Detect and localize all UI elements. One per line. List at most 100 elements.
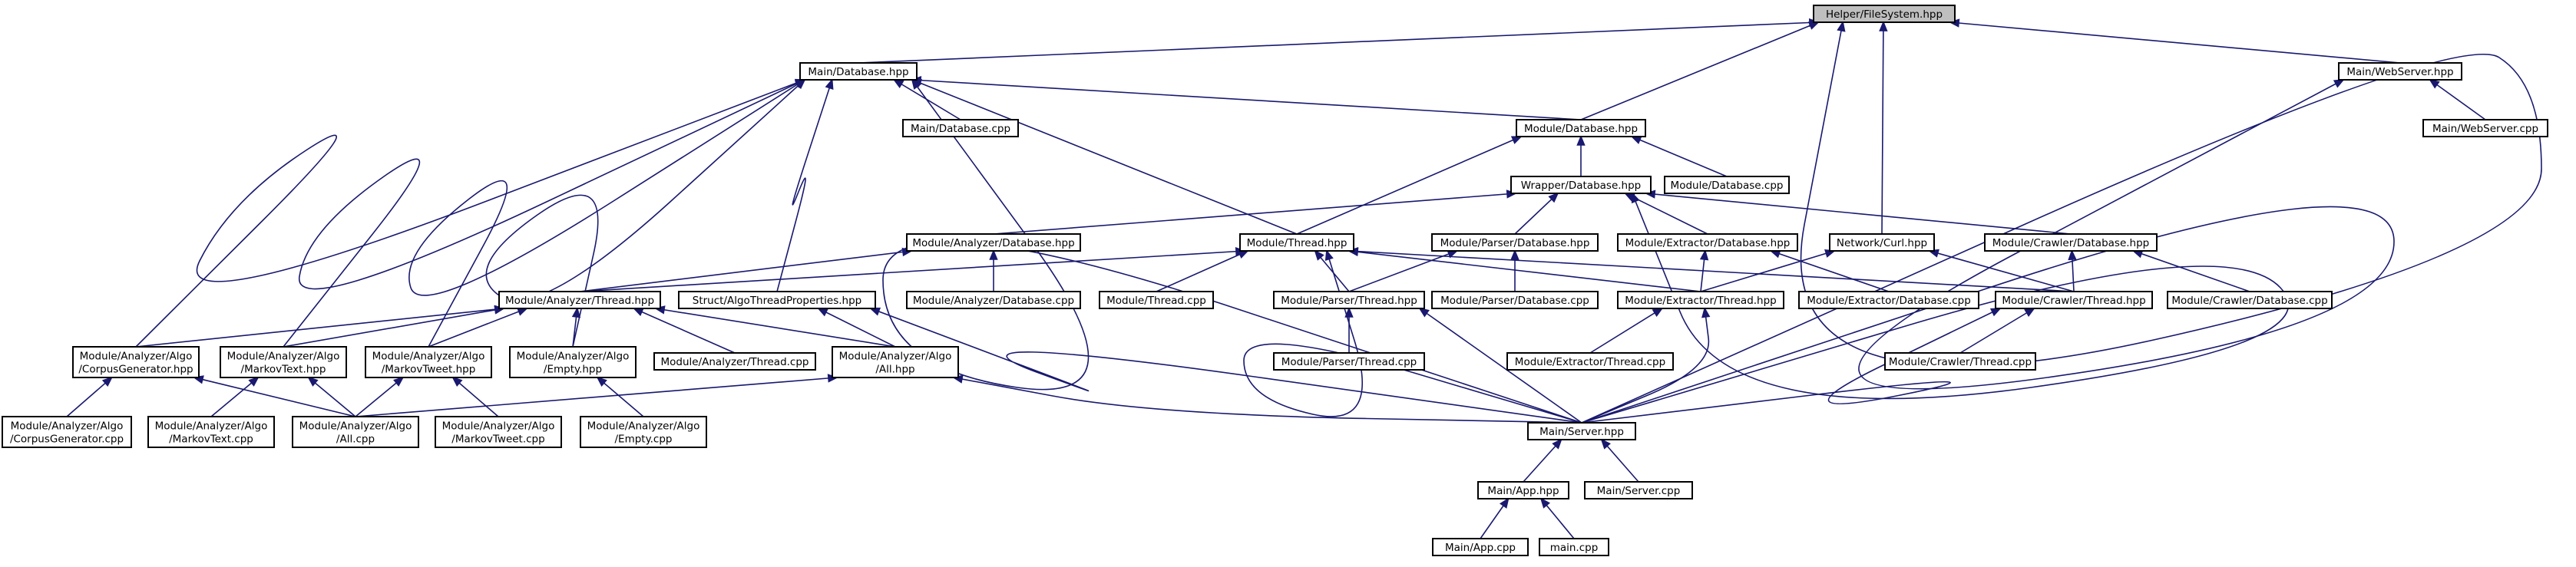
node-ext-thread-hpp[interactable]: Module/Extractor/Thread.hpp xyxy=(1617,291,1784,309)
node-parser-thread-cpp[interactable]: Module/Parser/Thread.cpp xyxy=(1273,352,1425,371)
node-box xyxy=(1099,291,1214,309)
node-label: Module/Analyzer/Algo xyxy=(442,420,555,433)
edge-ext-db-cpp-to-ext-db-hpp xyxy=(1769,249,1890,292)
node-main-server-cpp[interactable]: Main/Server.cpp xyxy=(1584,481,1693,499)
node-ext-thread-cpp[interactable]: Module/Extractor/Thread.cpp xyxy=(1506,352,1674,371)
node-main-app-hpp[interactable]: Main/App.hpp xyxy=(1477,481,1569,499)
edge-main-cpp-to-main-app-hpp xyxy=(1539,497,1575,539)
node-ext-db-hpp[interactable]: Module/Extractor/Database.hpp xyxy=(1617,233,1798,252)
edge-line xyxy=(193,377,356,417)
edge-line xyxy=(776,79,833,292)
arrowhead xyxy=(1510,249,1519,260)
arrowhead xyxy=(596,376,607,387)
edge-line xyxy=(1296,136,1522,235)
edge-empty-hpp-to-main-db-hpp xyxy=(485,78,806,348)
node-main-server-hpp[interactable]: Main/Server.hpp xyxy=(1527,422,1636,440)
node-crawler-db-cpp[interactable]: Module/Crawler/Database.cpp xyxy=(2167,291,2333,309)
node-label: Module/Database.hpp xyxy=(1524,123,1638,135)
node-main-ws-cpp[interactable]: Main/WebServer.cpp xyxy=(2422,119,2548,137)
node-box xyxy=(1984,233,2158,252)
node-empty-cpp[interactable]: Module/Analyzer/Algo/Empty.cpp xyxy=(580,416,707,448)
node-mod-thread-cpp[interactable]: Module/Thread.cpp xyxy=(1099,291,1214,309)
edge-all-cpp-to-all-hpp xyxy=(355,374,839,417)
node-helper-fs[interactable]: Helper/FileSystem.hpp xyxy=(1813,5,1956,23)
arrowhead xyxy=(1539,497,1550,509)
arrowhead xyxy=(307,376,319,387)
node-label: /MarkovText.cpp xyxy=(169,433,253,446)
node-empty-hpp[interactable]: Module/Analyzer/Algo/Empty.hpp xyxy=(509,346,637,378)
edge-empty-cpp-to-empty-hpp xyxy=(596,376,644,417)
node-markov-text-cpp[interactable]: Module/Analyzer/Algo/MarkovText.cpp xyxy=(147,416,275,448)
node-all-cpp[interactable]: Module/Analyzer/Algo/All.cpp xyxy=(292,416,419,448)
node-wrap-db-hpp[interactable]: Wrapper/Database.hpp xyxy=(1510,176,1652,194)
node-ana-db-hpp[interactable]: Module/Analyzer/Database.hpp xyxy=(906,233,1081,252)
edge-line xyxy=(1959,308,2035,354)
node-markov-tweet-cpp[interactable]: Module/Analyzer/Algo/MarkovTweet.cpp xyxy=(435,416,562,448)
node-box xyxy=(220,346,347,378)
node-crawler-thread-hpp[interactable]: Module/Crawler/Thread.hpp xyxy=(1995,291,2153,309)
edge-markov-tweet-cpp-to-markov-tweet-hpp xyxy=(451,376,499,417)
node-label: Module/Crawler/Thread.cpp xyxy=(1889,356,2032,368)
arrowhead xyxy=(2024,307,2036,317)
node-box xyxy=(906,233,1081,252)
node-ana-thread-cpp[interactable]: Module/Analyzer/Thread.cpp xyxy=(653,352,816,371)
node-main-ws-hpp[interactable]: Main/WebServer.hpp xyxy=(2338,62,2462,81)
arrowhead xyxy=(892,78,904,88)
node-label: /MarkovTweet.cpp xyxy=(451,433,544,446)
node-crawler-db-hpp[interactable]: Module/Crawler/Database.hpp xyxy=(1984,233,2158,252)
node-main-db-hpp[interactable]: Main/Database.hpp xyxy=(799,62,918,81)
node-main-cpp[interactable]: main.cpp xyxy=(1539,538,1609,556)
node-markov-text-hpp[interactable]: Module/Analyzer/Algo/MarkovText.hpp xyxy=(220,346,347,378)
edge-line xyxy=(1581,21,2542,424)
edge-main-app-hpp-to-main-server-hpp xyxy=(1523,438,1562,483)
node-box xyxy=(832,346,959,378)
edge-markov-tweet-hpp-to-ana-thread-hpp xyxy=(428,307,529,348)
edge-parser-db-cpp-to-parser-db-hpp xyxy=(1510,249,1519,292)
node-box xyxy=(1539,538,1609,556)
edge-main-ws-cpp-to-main-ws-hpp xyxy=(2429,78,2486,120)
arrowhead xyxy=(1600,438,1611,450)
node-struct-algo[interactable]: Struct/AlgoThreadProperties.hpp xyxy=(678,291,876,309)
node-main-db-cpp[interactable]: Main/Database.cpp xyxy=(902,119,1019,137)
node-mod-thread-hpp[interactable]: Module/Thread.hpp xyxy=(1239,233,1354,252)
edge-crawler-db-hpp-to-wrap-db-hpp xyxy=(1644,190,2072,235)
edge-line xyxy=(1581,308,1710,424)
arrowhead xyxy=(1344,306,1354,318)
arrowhead xyxy=(1630,136,1642,144)
node-ext-db-cpp[interactable]: Module/Extractor/Database.cpp xyxy=(1798,291,1979,309)
node-mod-db-cpp[interactable]: Module/Database.cpp xyxy=(1664,176,1790,194)
node-crawler-thread-cpp[interactable]: Module/Crawler/Thread.cpp xyxy=(1884,352,2036,371)
node-mod-db-hpp[interactable]: Module/Database.hpp xyxy=(1516,119,1646,137)
node-box xyxy=(580,416,707,448)
node-label: Main/Server.hpp xyxy=(1539,426,1624,438)
edge-curl-hpp-to-helper-fs xyxy=(1879,20,1888,235)
node-curl-hpp[interactable]: Network/Curl.hpp xyxy=(1829,233,1935,252)
node-all-hpp[interactable]: Module/Analyzer/Algo/All.hpp xyxy=(832,346,959,378)
node-box xyxy=(2,416,132,448)
node-label: Module/Extractor/Database.cpp xyxy=(1807,295,1971,307)
node-label: Module/Crawler/Database.hpp xyxy=(1992,237,2149,249)
node-box xyxy=(1527,422,1636,440)
node-label: Main/WebServer.hpp xyxy=(2346,66,2453,78)
node-parser-db-hpp[interactable]: Module/Parser/Database.hpp xyxy=(1431,233,1599,252)
node-box xyxy=(906,291,1081,309)
edge-line xyxy=(993,193,1516,235)
node-parser-thread-hpp[interactable]: Module/Parser/Thread.hpp xyxy=(1273,291,1425,309)
edge-parser-db-hpp-to-wrap-db-hpp xyxy=(1514,192,1559,235)
edge-empty-hpp-to-ana-thread-hpp xyxy=(571,306,581,348)
edge-ana-db-cpp-to-ana-db-hpp xyxy=(989,249,998,292)
node-markov-tweet-hpp[interactable]: Module/Analyzer/Algo/MarkovTweet.hpp xyxy=(365,346,492,378)
node-box xyxy=(1273,291,1425,309)
node-parser-db-cpp[interactable]: Module/Parser/Database.cpp xyxy=(1431,291,1599,309)
node-ana-db-cpp[interactable]: Module/Analyzer/Database.cpp xyxy=(906,291,1081,309)
node-ana-thread-hpp[interactable]: Module/Analyzer/Thread.hpp xyxy=(498,291,661,309)
edge-line xyxy=(579,250,912,292)
node-corpus-gen-hpp[interactable]: Module/Analyzer/Algo/CorpusGenerator.hpp xyxy=(72,346,200,378)
node-main-app-cpp[interactable]: Main/App.cpp xyxy=(1432,538,1529,556)
node-box xyxy=(678,291,876,309)
node-box xyxy=(72,346,200,378)
node-label: /All.hpp xyxy=(875,364,914,376)
arrowhead xyxy=(632,308,644,316)
node-corpus-gen-cpp[interactable]: Module/Analyzer/Algo/CorpusGenerator.cpp xyxy=(2,416,132,448)
node-label: Main/App.cpp xyxy=(1445,542,1516,554)
